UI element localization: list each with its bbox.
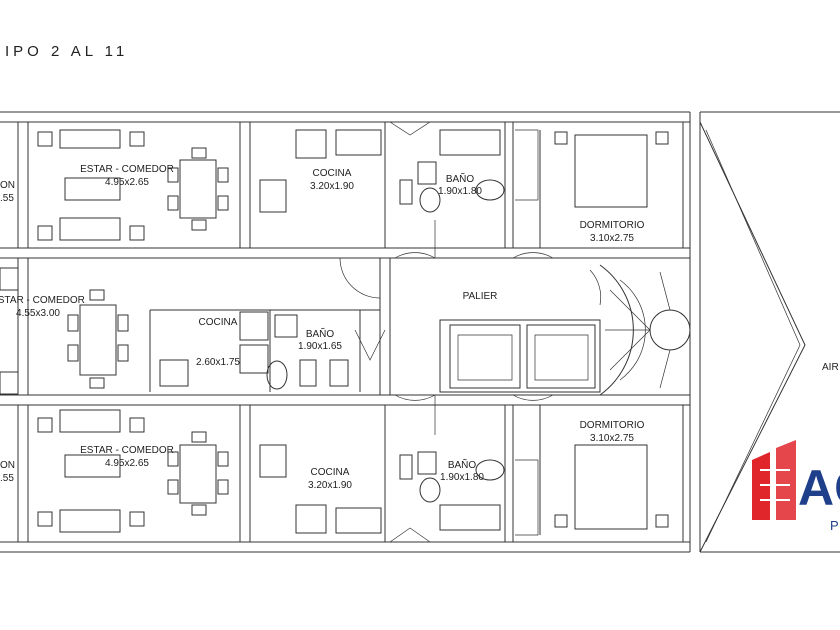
room-cocina-top-name: COCINA xyxy=(313,168,352,179)
room-bano-bot-name: BAÑO xyxy=(448,458,477,471)
plan-title: IPO 2 AL 11 xyxy=(5,43,128,60)
room-palier-name: PALIER xyxy=(463,291,498,302)
room-estar-top-dims: 4.95x2.65 xyxy=(105,177,149,188)
room-dorm-top-name: DORMITORIO xyxy=(580,220,645,231)
walls xyxy=(0,111,840,553)
room-estar-top-name: ESTAR - COMEDOR xyxy=(80,164,174,175)
room-cocina-mid-dims: 2.60x1.75 xyxy=(196,357,240,368)
room-estar-bot-dims: 4.95x2.65 xyxy=(105,458,149,469)
room-dorm-top-dims: 3.10x2.75 xyxy=(590,233,634,244)
logo-sub-text: P xyxy=(830,518,839,533)
room-aire-luz-name: AIR xyxy=(822,362,839,373)
logo-text: AC xyxy=(798,460,840,516)
room-estar-mid-name: ESTAR - COMEDOR xyxy=(0,295,85,306)
room-balcon-bot-dims: .55 xyxy=(0,473,14,484)
room-cocina-top-dims: 3.20x1.90 xyxy=(310,181,354,192)
room-estar-bot-name: ESTAR - COMEDOR xyxy=(80,445,174,456)
room-balcon-top-dims: .55 xyxy=(0,193,14,204)
room-bano-bot-dims: 1.90x1.80 xyxy=(440,472,484,483)
room-estar-mid-dims: 4.55x3.00 xyxy=(16,308,60,319)
room-cocina-mid-name: COCINA xyxy=(199,317,238,328)
room-bano-mid-name: BAÑO xyxy=(306,327,335,340)
room-cocina-bot-dims: 3.20x1.90 xyxy=(308,480,352,491)
room-cocina-bot-name: COCINA xyxy=(311,467,350,478)
room-bano-top-name: BAÑO xyxy=(446,172,475,185)
room-balcon-top-name: ON xyxy=(0,180,15,191)
room-dorm-bot-dims: 3.10x2.75 xyxy=(590,433,634,444)
room-bano-top-dims: 1.90x1.80 xyxy=(438,186,482,197)
room-dorm-bot-name: DORMITORIO xyxy=(580,420,645,431)
room-balcon-bot-name: ON xyxy=(0,460,15,471)
company-logo: AC P xyxy=(752,440,840,533)
room-bano-mid-dims: 1.90x1.65 xyxy=(298,341,342,352)
